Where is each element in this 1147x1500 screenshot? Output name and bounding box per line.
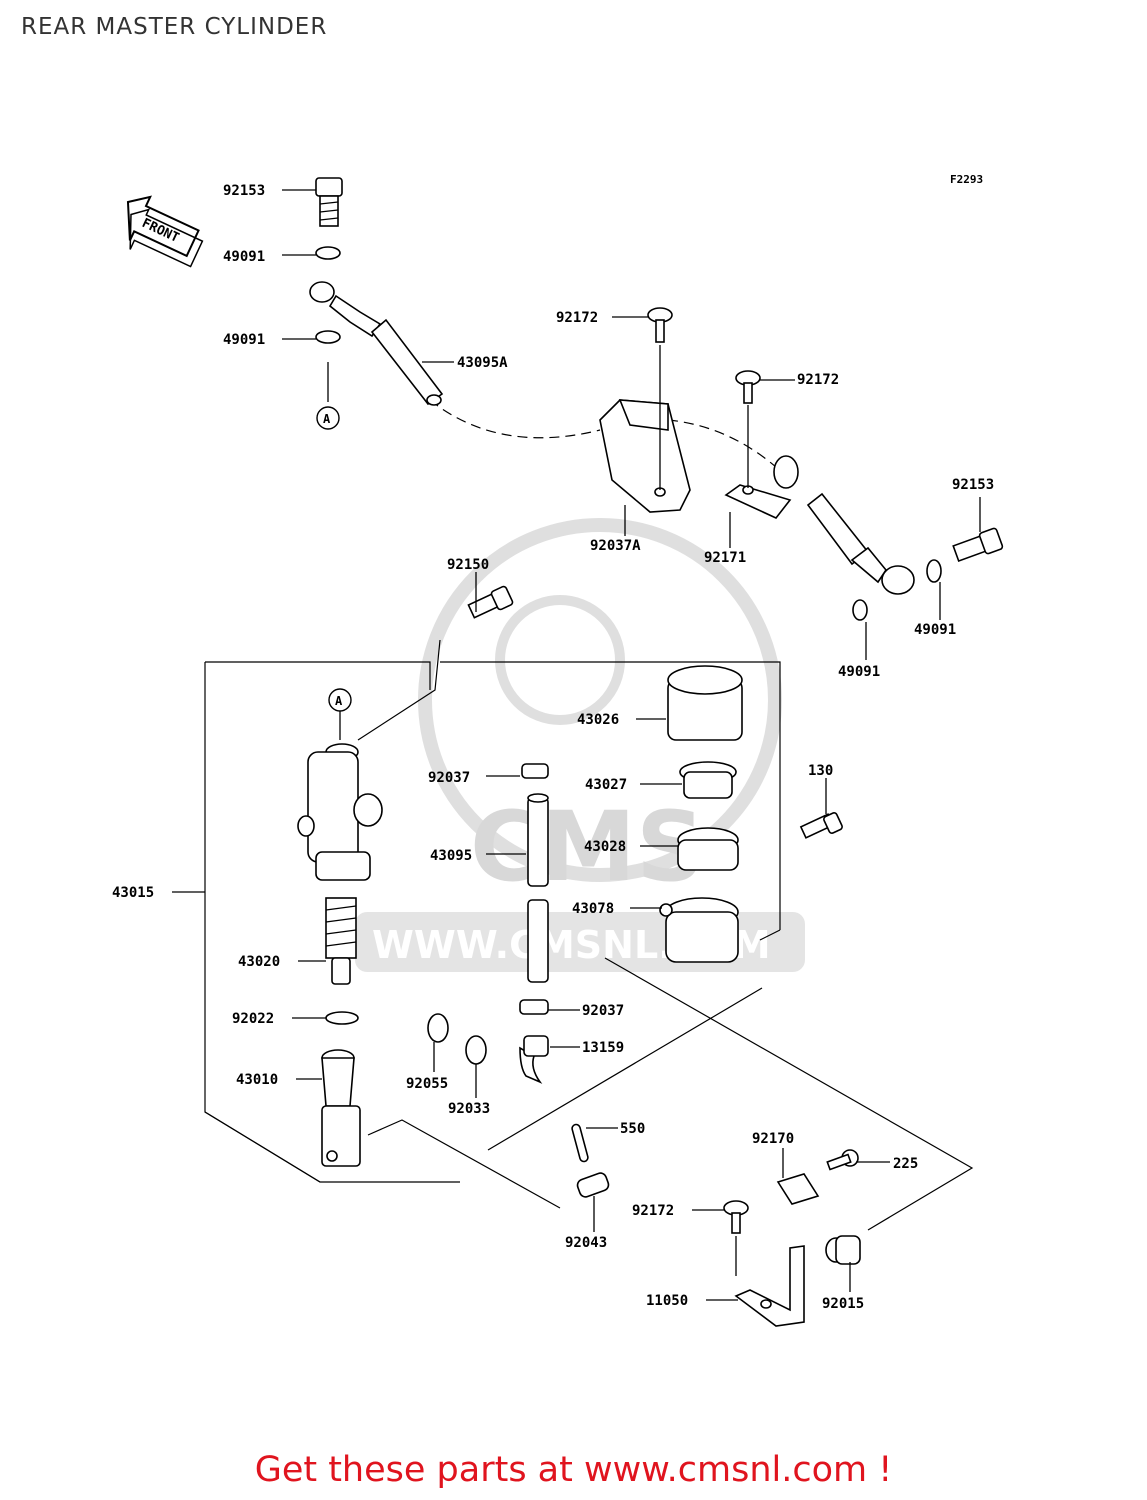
label-92037-a: 92037 [428,770,470,786]
part-92153-bolt-right [952,527,1004,563]
part-92171-clamp [724,455,799,519]
part-92172-screw-b [735,370,761,404]
part-11050-bracket [734,1245,805,1327]
part-labels: 92153 49091 49091 43095A 92172 92172 920… [112,183,994,1312]
callout-marker-a-top-label: A [323,412,331,426]
label-550: 550 [620,1121,645,1137]
label-92022: 92022 [232,1011,274,1027]
parts-diagram: CMS WWW.CMSNL.COM FRONT [112,177,1004,1327]
part-92037-clip-b [519,999,549,1015]
label-225: 225 [893,1156,918,1172]
label-92015: 92015 [822,1296,864,1312]
callout-marker-a-top: A [316,362,340,430]
part-43020-spring [325,897,357,985]
part-43010-pushrod [321,1049,361,1167]
figure-code: F2293 [950,173,984,186]
label-43020: 43020 [238,954,280,970]
part-92170-clip [776,1173,820,1205]
part-92033-ring [465,1035,487,1065]
part-92055-oring [427,1013,449,1043]
part-13159-elbow [519,1035,549,1084]
part-225-bolt [826,1149,859,1171]
label-92037-b: 92037 [582,1003,624,1019]
part-master-cylinder-body [297,743,383,881]
hose-route-line-2 [667,419,791,481]
assembly-frame [204,639,974,1231]
leader-lines [172,189,981,1301]
part-92037-clip-a [521,763,549,779]
label-130: 130 [808,763,833,779]
part-washer-49091-c [926,559,942,583]
part-130-bolt [799,812,843,839]
label-92172-a: 92172 [556,310,598,326]
part-washer-49091-a [315,246,341,260]
watermark-logo-text: CMS [470,791,705,903]
part-92172-screw-a [647,307,673,343]
page-title: REAR MASTER CYLINDER [21,14,328,40]
part-43026-cap [667,665,743,741]
part-92022-circlip [325,1011,359,1025]
label-43027: 43027 [585,777,627,793]
part-92043-pin [576,1172,610,1198]
label-43010: 43010 [236,1072,278,1088]
label-49091-c: 49091 [914,622,956,638]
label-92172-c: 92172 [632,1203,674,1219]
label-92043: 92043 [565,1235,607,1251]
part-washer-49091-d [852,599,868,621]
label-92172-b: 92172 [797,372,839,388]
label-92033: 92033 [448,1101,490,1117]
part-43095A-hose [309,281,444,406]
hose-route-line [429,399,601,439]
label-92153-right: 92153 [952,477,994,493]
label-49091-d: 49091 [838,664,880,680]
part-washer-49091-b [315,330,341,344]
label-43026: 43026 [577,712,619,728]
callout-marker-a-bottom-label: A [335,694,343,708]
label-92171: 92171 [704,550,746,566]
part-43095-hose [527,793,549,983]
part-92015-collar [825,1235,861,1265]
label-43078: 43078 [572,901,614,917]
label-92150: 92150 [447,557,489,573]
label-43028: 43028 [584,839,626,855]
label-49091-a: 49091 [223,249,265,265]
label-49091-b: 49091 [223,332,265,348]
label-43015: 43015 [112,885,154,901]
label-43095A: 43095A [457,355,508,371]
part-92172-screw-c [723,1200,749,1234]
label-92153-top: 92153 [223,183,265,199]
part-550-pin [571,1123,589,1163]
part-92037A-cover [599,399,691,513]
label-43095: 43095 [430,848,472,864]
label-13159: 13159 [582,1040,624,1056]
callout-marker-a-bottom: A [328,688,352,740]
part-92150-bolt [467,585,514,619]
part-43078-reservoir [659,897,739,963]
part-43027-diaphragm [679,761,737,799]
footer-link-text[interactable]: Get these parts at www.cmsnl.com ! [254,1450,893,1490]
front-arrow-icon: FRONT [126,195,204,268]
part-hose-right [806,492,915,595]
label-92055: 92055 [406,1076,448,1092]
part-92153-bolt-top [315,177,343,227]
label-92170: 92170 [752,1131,794,1147]
label-11050: 11050 [646,1293,688,1309]
label-92037A: 92037A [590,538,641,554]
part-43028-plate [677,827,739,871]
